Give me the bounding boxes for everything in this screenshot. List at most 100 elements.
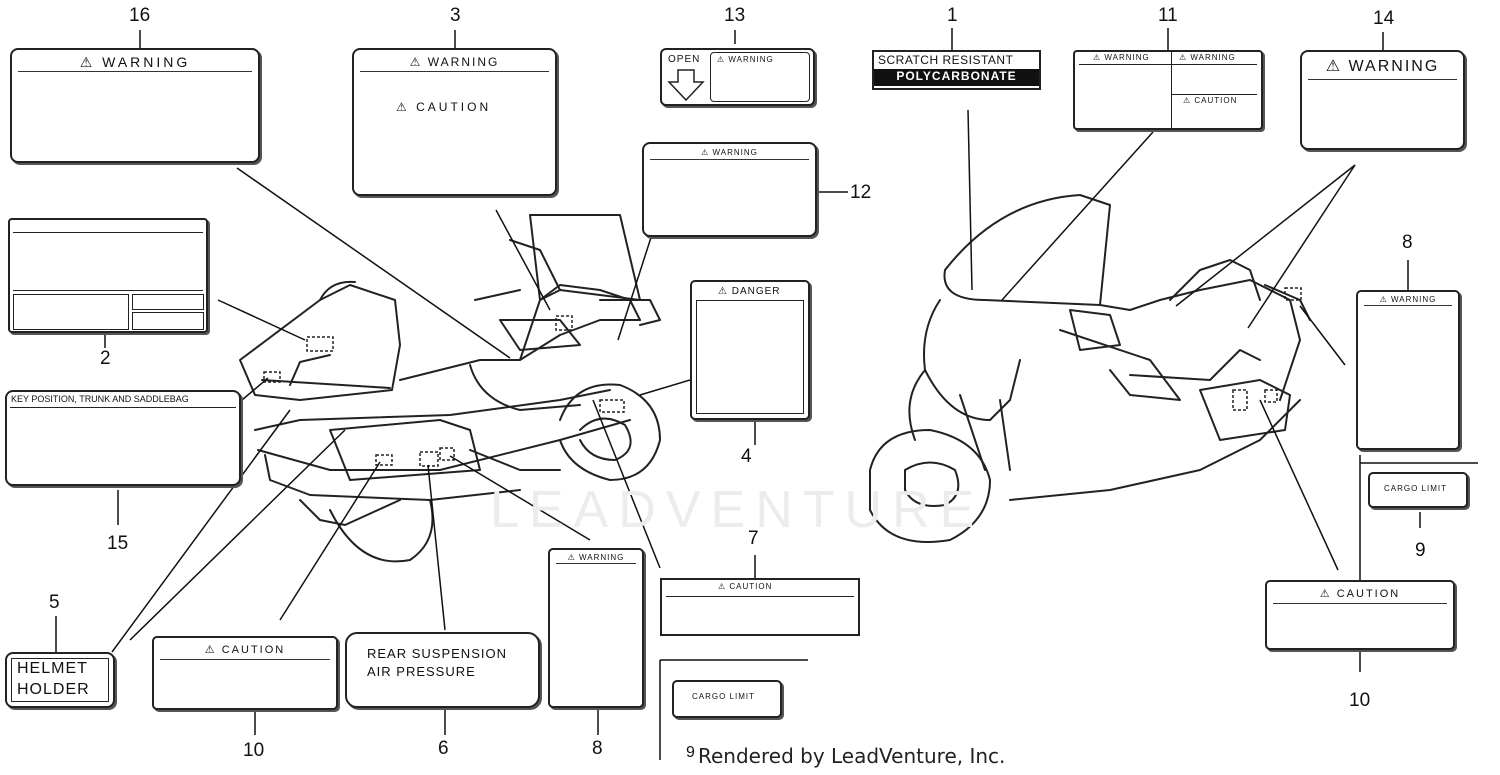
warning-triangle-icon: ⚠ [1093, 53, 1102, 62]
label-10-left-header: ⚠ CAUTION [160, 641, 330, 660]
label-5-line2: HOLDER [17, 681, 90, 698]
label-14-header: ⚠ WARNING [1308, 55, 1457, 80]
label-16-title: WARNING [102, 54, 191, 70]
warning-triangle-icon: ⚠ [1179, 53, 1188, 62]
label-4-danger: ⚠ DANGER [690, 280, 810, 420]
warning-triangle-icon: ⚠ [717, 55, 726, 64]
warning-triangle-icon: ⚠ [79, 54, 96, 70]
label-11-warning-left: ⚠ WARNING [1093, 53, 1150, 62]
label-9-right-text: CARGO LIMIT [1384, 484, 1448, 493]
label-6-line2: AIR PRESSURE [367, 664, 476, 679]
label-2-box-right-bottom [132, 312, 204, 330]
callout-7: 7 [748, 528, 759, 549]
label-10-right-header: ⚠ CAUTION [1273, 585, 1447, 604]
label-2-box-right-top [132, 294, 204, 310]
label-13-open-warning: OPEN ⚠ WARNING [660, 48, 815, 106]
callout-8-left: 8 [592, 738, 603, 759]
callout-11: 11 [1158, 5, 1178, 26]
caution-triangle-icon: ⚠ [718, 582, 727, 591]
caution-triangle-icon: ⚠ [1319, 588, 1332, 600]
label-7-line [666, 596, 854, 597]
label-11-warning-right: ⚠ WARNING [1179, 53, 1236, 62]
label-5-line1: HELMET [17, 660, 88, 677]
label-11-warning-right-text: WARNING [1190, 53, 1236, 62]
credit-text: Rendered by LeadVenture, Inc. [698, 744, 1006, 768]
label-11-caution-text: CAUTION [1194, 96, 1238, 105]
label-4-header: ⚠ DANGER [718, 286, 781, 297]
label-7-title: CAUTION [729, 582, 773, 591]
label-15-line [10, 407, 236, 408]
right-motorcycle-drawing [869, 194, 1311, 543]
callout-1: 1 [947, 5, 958, 26]
label-1-line1: SCRATCH RESISTANT [878, 53, 1014, 67]
warning-triangle-icon: ⚠ [1379, 295, 1388, 304]
label-7-header: ⚠ CAUTION [718, 582, 772, 591]
label-2-box-left [13, 294, 129, 330]
label-12-header: ⚠ WARNING [650, 147, 809, 160]
label-9-right-cargo-limit: CARGO LIMIT [1368, 472, 1468, 508]
label-4-title: DANGER [731, 286, 781, 297]
callout-3: 3 [450, 5, 461, 26]
callout-5: 5 [49, 592, 60, 613]
label-11-warning-left-text: WARNING [1104, 53, 1150, 62]
label-2 [8, 218, 208, 333]
label-14-warning: ⚠ WARNING [1300, 50, 1465, 150]
label-10-left-title: CAUTION [221, 644, 286, 656]
label-8-left-header: ⚠ WARNING [556, 553, 636, 564]
label-16-header: ⚠ WARNING [18, 53, 252, 72]
callout-10-left: 10 [243, 740, 265, 761]
label-16-warning: ⚠ WARNING [10, 48, 260, 163]
callout-10-right: 10 [1349, 690, 1371, 711]
down-arrow-icon [667, 69, 705, 102]
label-7-caution: ⚠ CAUTION [660, 578, 860, 636]
label-6-rear-suspension: REAR SUSPENSION AIR PRESSURE [345, 632, 540, 708]
label-8-right-warning: ⚠ WARNING [1356, 290, 1460, 450]
label-8-right-header: ⚠ WARNING [1364, 295, 1452, 306]
callout-8-right: 8 [1402, 232, 1413, 253]
label-11-divider [1171, 52, 1172, 128]
callout-13: 13 [724, 5, 746, 26]
label-10-left-caution: ⚠ CAUTION [152, 636, 338, 710]
label-5-inner-box [11, 658, 109, 702]
label-3-title: WARNING [427, 55, 500, 69]
label-9-left-cargo-limit: CARGO LIMIT [672, 680, 782, 718]
label-11-caution: ⚠ CAUTION [1183, 96, 1237, 105]
label-15-title: KEY POSITION, TRUNK AND SADDLEBAG [11, 394, 189, 404]
warning-triangle-icon: ⚠ [1325, 58, 1343, 75]
label-13-inner-box: ⚠ WARNING [710, 52, 810, 102]
label-6-line1: REAR SUSPENSION [367, 646, 507, 661]
warning-triangle-icon: ⚠ [701, 148, 710, 157]
label-13-warning: ⚠ WARNING [717, 55, 774, 64]
label-13-open: OPEN [668, 54, 701, 65]
label-10-right-caution: ⚠ CAUTION [1265, 580, 1455, 650]
label-10-right-title: CAUTION [1336, 588, 1401, 600]
label-8-right-title: WARNING [1391, 295, 1437, 304]
label-12-title: WARNING [712, 148, 758, 157]
warning-triangle-icon: ⚠ [409, 55, 423, 69]
watermark: LEADVENTURE [490, 481, 985, 539]
label-5-helmet-holder: HELMET HOLDER [5, 652, 115, 708]
left-motorcycle-drawing [239, 214, 661, 563]
label-8-left-warning: ⚠ WARNING [548, 548, 644, 708]
warning-triangle-icon: ⚠ [567, 553, 576, 562]
callout-16: 16 [129, 5, 151, 26]
label-11-header-line [1079, 64, 1257, 65]
label-3-header: ⚠ WARNING [360, 53, 549, 72]
label-4-inner-box [696, 300, 804, 414]
label-13-warning-text: WARNING [728, 55, 774, 64]
label-2-top-line [13, 232, 203, 233]
label-12-warning: ⚠ WARNING [642, 142, 817, 237]
callout-9-left: 9 [686, 744, 695, 761]
label-3-warning: ⚠ WARNING ⚠ CAUTION [352, 48, 557, 196]
label-1-line2: POLYCARBONATE [874, 69, 1039, 86]
callout-4: 4 [741, 446, 752, 467]
label-2-mid-line [13, 290, 203, 291]
label-1-scratch-resistant: SCRATCH RESISTANT POLYCARBONATE [872, 50, 1041, 90]
callout-14: 14 [1373, 8, 1395, 29]
caution-triangle-icon: ⚠ [1183, 96, 1192, 105]
label-15-key-position: KEY POSITION, TRUNK AND SADDLEBAG [5, 390, 241, 486]
callout-15: 15 [107, 533, 129, 554]
label-3-caution-text: CAUTION [416, 100, 492, 114]
callout-6: 6 [438, 738, 449, 759]
